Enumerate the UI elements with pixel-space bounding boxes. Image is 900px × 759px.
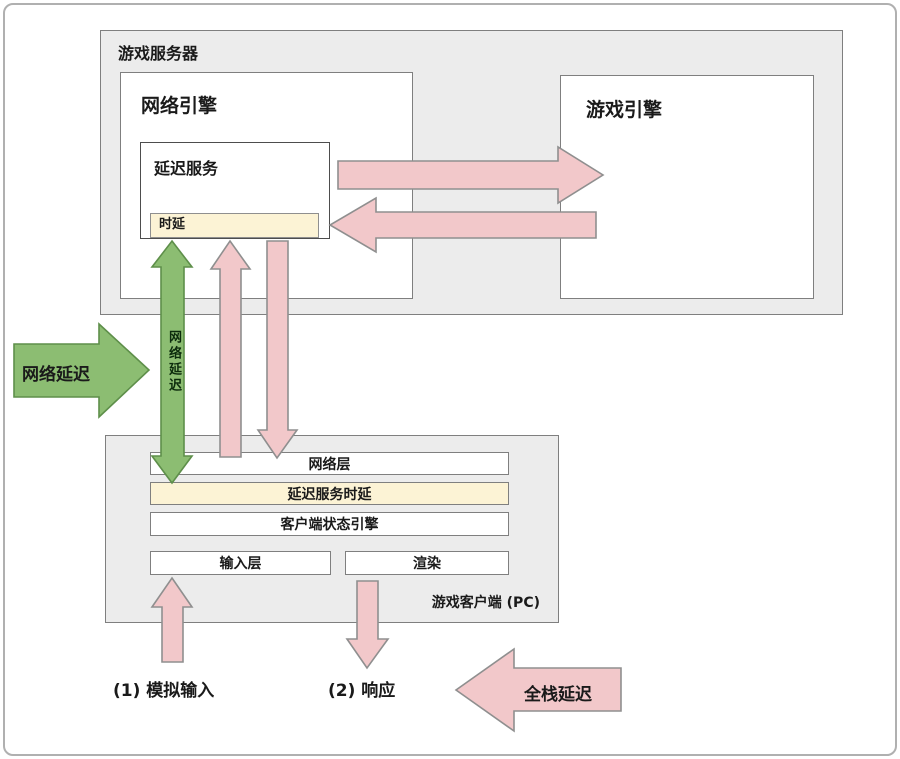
game-engine-box: 游戏引擎: [560, 75, 814, 299]
delay-service-latency-row: 延迟服务时延: [150, 482, 509, 505]
game-server-title: 游戏服务器: [118, 44, 199, 63]
delay-service-title: 延迟服务: [154, 159, 219, 178]
network-engine-title: 网络引擎: [141, 95, 218, 117]
full-stack-latency-label: 全栈延迟: [524, 685, 592, 705]
game-engine-title: 游戏引擎: [586, 99, 663, 121]
input-layer-row: 输入层: [150, 551, 331, 575]
render-row: 渲染: [345, 551, 509, 575]
simulated-input-label: (1) 模拟输入: [113, 681, 215, 701]
game-client-title: 游戏客户端 (PC): [431, 595, 540, 611]
vertical-network-latency-label: 网络延迟: [166, 330, 181, 394]
latency-chip: 时延: [150, 213, 319, 238]
network-latency-label: 网络延迟: [22, 365, 90, 385]
network-layer-row: 网络层: [150, 452, 509, 475]
client-state-engine-row: 客户端状态引擎: [150, 512, 509, 536]
response-label: (2) 响应: [328, 681, 396, 701]
